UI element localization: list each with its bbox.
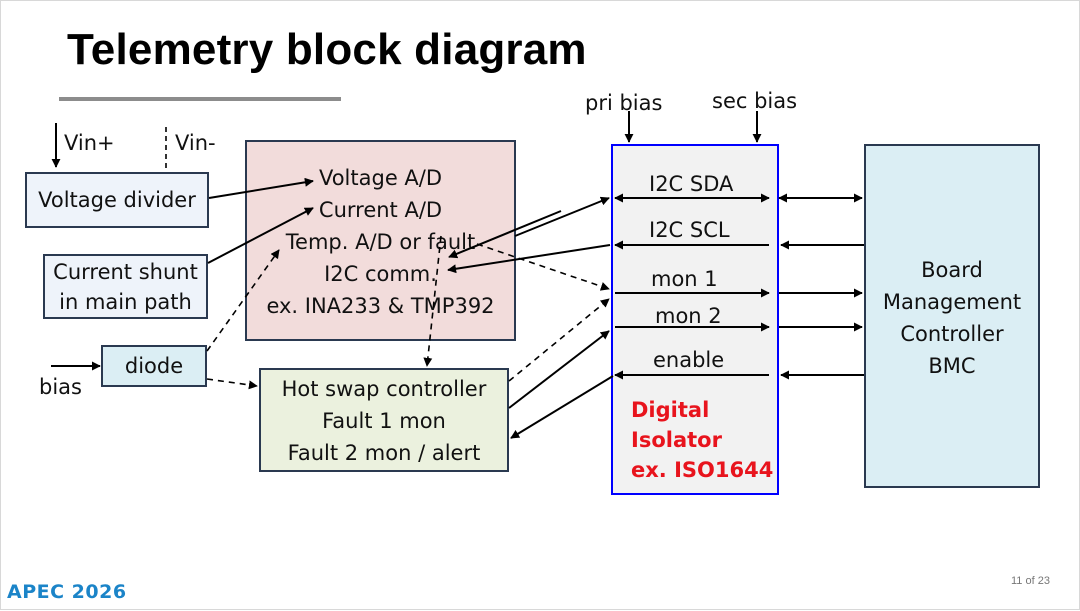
channel-label-i2c-scl: I2C SCL <box>649 218 730 242</box>
enable-to-hotswap-wire <box>510 375 614 439</box>
scl-to-monitor-wire <box>447 244 611 274</box>
bmc-line-2: Management <box>882 290 1022 314</box>
channel-label-i2c-sda: I2C SDA <box>649 172 734 196</box>
monitor-line-example: ex. INA233 & TMP392 <box>266 294 495 318</box>
bmc-line-3: Controller <box>900 322 1004 346</box>
sec-bias-label: sec bias <box>712 89 798 113</box>
bias-label: bias <box>39 375 82 399</box>
monitor-to-mon1-dashed-arrow <box>476 243 610 291</box>
isolator-label-line-1: Digital <box>631 398 710 422</box>
diode-to-hotswap-dashed-arrow <box>206 378 258 390</box>
voltage-divider-block: Voltage divider <box>25 172 209 228</box>
channel-label-mon1: mon 1 <box>651 267 718 291</box>
fault-to-hotswap-dashed-arrow <box>423 235 442 367</box>
voltage-divider-label: Voltage divider <box>38 188 196 212</box>
digital-isolator-block <box>611 144 779 495</box>
current-shunt-line-1: Current shunt <box>53 260 198 284</box>
title-underline <box>59 97 341 101</box>
current-shunt-line-2: in main path <box>59 290 192 314</box>
diode-to-monitor-dashed-arrow <box>206 249 280 352</box>
page-indicator: 11 of 23 <box>1011 575 1050 587</box>
channel-label-mon2: mon 2 <box>655 304 722 328</box>
vin-plus-label: Vin+ <box>64 131 115 155</box>
diode-label: diode <box>124 354 184 378</box>
isolator-label: Digital Isolator ex. ISO1644 <box>631 395 773 485</box>
monitor-line-temp-ad: Temp. A/D or fault <box>285 230 476 254</box>
current-shunt-block: Current shunt in main path <box>43 254 208 319</box>
shunt-to-current-ad-arrow <box>207 207 314 264</box>
isolator-sda-to-monitor-wire <box>448 210 562 259</box>
monitor-sda-wire <box>514 196 610 237</box>
hotswap-to-mon2-wire <box>508 330 610 409</box>
isolator-label-line-2: Isolator <box>631 428 722 452</box>
apec-logo: APEC 2026 <box>7 581 127 603</box>
vin-minus-label: Vin- <box>175 131 216 155</box>
bmc-line-1: Board <box>921 258 983 282</box>
bmc-line-4: BMC <box>928 354 976 378</box>
monitor-line-i2c-comm: I2C comm. <box>324 262 437 286</box>
divider-to-voltage-ad-arrow <box>208 177 314 199</box>
diode-block: diode <box>101 345 207 387</box>
slide-title: Telemetry block diagram <box>67 25 587 74</box>
hot-swap-controller-block: Hot swap controller Fault 1 mon Fault 2 … <box>259 368 509 472</box>
hot-swap-line-2: Fault 1 mon <box>322 409 446 433</box>
hot-swap-line-3: Fault 2 mon / alert <box>287 441 481 465</box>
bmc-block: Board Management Controller BMC <box>864 144 1040 488</box>
monitor-line-current-ad: Current A/D <box>318 198 443 222</box>
isolator-label-line-3: ex. ISO1644 <box>631 458 774 482</box>
monitor-ic-block: Voltage A/D Current A/D Temp. A/D or fau… <box>245 140 516 341</box>
monitor-line-voltage-ad: Voltage A/D <box>318 166 443 190</box>
pri-bias-label: pri bias <box>585 91 663 115</box>
hot-swap-line-1: Hot swap controller <box>281 377 487 401</box>
channel-label-enable: enable <box>653 348 725 372</box>
